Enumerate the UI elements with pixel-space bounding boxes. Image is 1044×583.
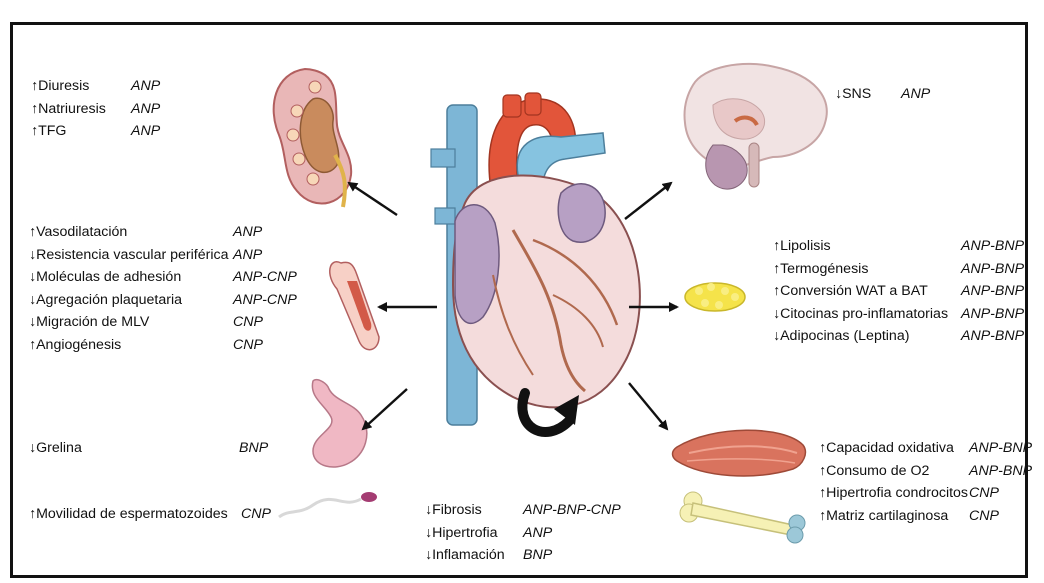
effect-label: Inflamación (425, 544, 505, 567)
hormone-label: ANP (131, 98, 160, 121)
effect-label: Vasodilatación (29, 221, 127, 244)
effect-label: Fibrosis (425, 499, 482, 522)
effect-label: Citocinas pro-inflamatorias (773, 303, 948, 326)
effect-label: Hipertrofia condrocitos (819, 482, 968, 505)
hormone-label: ANP-BNP (969, 460, 1032, 483)
hormone-label: ANP-BNP (961, 258, 1024, 281)
arrow-to-brain (625, 183, 671, 219)
hormone-label: CNP (233, 334, 263, 357)
hormone-label: BNP (239, 437, 268, 460)
hormone-label: ANP-CNP (233, 289, 297, 312)
effect-label: Migración de MLV (29, 311, 149, 334)
effect-label: Lipolisis (773, 235, 831, 258)
hormone-label: ANP-BNP (961, 235, 1024, 258)
effect-label: Natriuresis (31, 98, 106, 121)
stomach-illustration (312, 380, 366, 467)
effect-label: Capacidad oxidativa (819, 437, 954, 460)
effect-label: Diuresis (31, 75, 89, 98)
hormone-label: CNP (969, 505, 999, 528)
hormone-label: ANP-BNP-CNP (523, 499, 621, 522)
hormone-label: ANP (901, 83, 930, 106)
hormone-label: CNP (969, 482, 999, 505)
effect-label: TFG (31, 120, 66, 143)
sperm-illustration (279, 492, 377, 517)
hormone-label: ANP-BNP (961, 280, 1024, 303)
effect-label: Hipertrofia (425, 522, 498, 545)
arrow-to-kidney (349, 183, 397, 215)
hormone-label: ANP (233, 221, 262, 244)
effect-label: Resistencia vascular periférica (29, 244, 229, 267)
effect-label: Adipocinas (Leptina) (773, 325, 909, 348)
hormone-label: ANP-BNP (961, 303, 1024, 326)
effect-label: Movilidad de espermatozoides (29, 503, 228, 526)
hormone-label: ANP-BNP (969, 437, 1032, 460)
figure-frame: DiuresisANPNatriuresisANPTFGANP Vasodila… (10, 22, 1028, 578)
effect-label: Angiogénesis (29, 334, 121, 357)
effect-label: Moléculas de adhesión (29, 266, 181, 289)
hormone-label: ANP (131, 120, 160, 143)
left-atrium (558, 184, 605, 242)
vessel-illustration (330, 262, 379, 350)
hormone-label: ANP (233, 244, 262, 267)
effect-label: Consumo de O2 (819, 460, 929, 483)
hormone-label: CNP (241, 503, 271, 526)
effect-label: SNS (835, 83, 871, 106)
hormone-label: CNP (233, 311, 263, 334)
hormone-label: ANP (131, 75, 160, 98)
effect-label: Grelina (29, 437, 82, 460)
heart-illustration (431, 93, 640, 425)
effect-label: Conversión WAT a BAT (773, 280, 928, 303)
arrow-to-stomach (363, 389, 407, 429)
brain-illustration (684, 64, 826, 189)
muscle-illustration (673, 430, 806, 476)
hormone-label: ANP (523, 522, 552, 545)
hormone-label: ANP-CNP (233, 266, 297, 289)
fat-illustration (685, 283, 745, 311)
bone-illustration (680, 492, 805, 543)
arrow-to-muscle (629, 383, 667, 429)
kidney-illustration (274, 69, 352, 207)
hormone-label: BNP (523, 544, 552, 567)
effect-label: Termogénesis (773, 258, 868, 281)
effect-label: Agregación plaquetaria (29, 289, 182, 312)
hormone-label: ANP-BNP (961, 325, 1024, 348)
effect-label: Matriz cartilaginosa (819, 505, 948, 528)
